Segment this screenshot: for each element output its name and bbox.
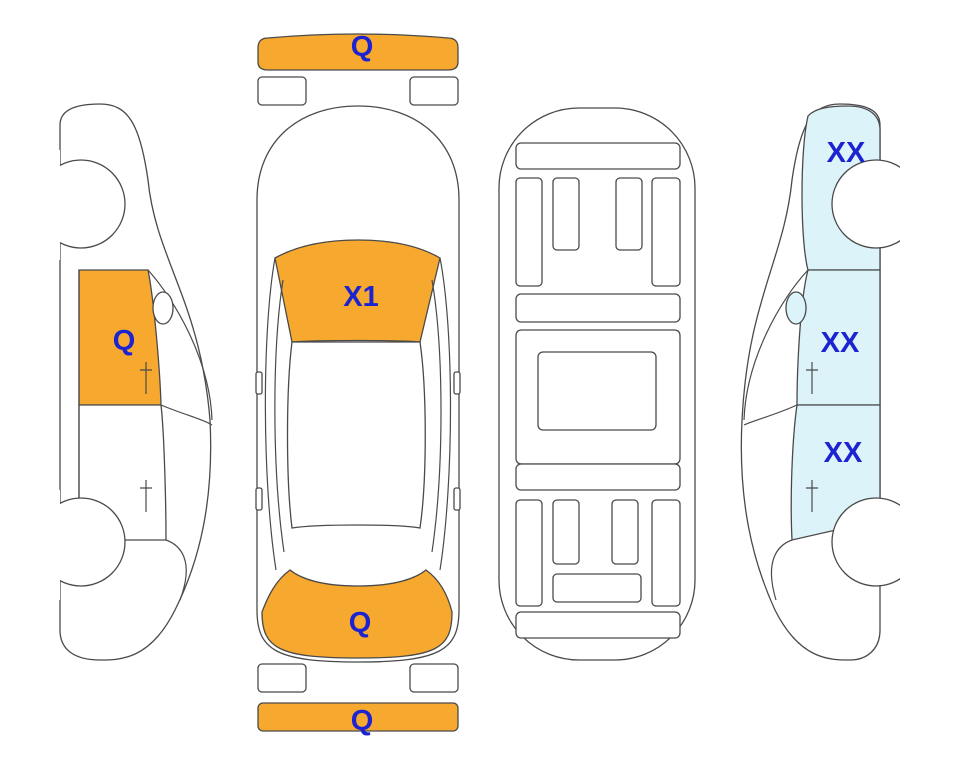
label-rear-window: Q xyxy=(349,607,372,639)
right-inner-line xyxy=(431,279,442,553)
front-bumper-panel[interactable] xyxy=(257,33,459,71)
left-side-line xyxy=(264,257,277,571)
right-mirror xyxy=(453,371,461,395)
front-left-light xyxy=(257,76,307,106)
label-right-rear-door: XX xyxy=(824,437,863,469)
rear-right-light xyxy=(409,663,459,693)
rear-bumper-panel[interactable] xyxy=(257,702,459,732)
label-hood: X1 xyxy=(343,281,378,313)
left-inner-line xyxy=(274,279,285,553)
front-right-light xyxy=(409,76,459,106)
right-side-line xyxy=(439,257,452,571)
left-mirror xyxy=(255,371,263,395)
underside-view xyxy=(498,107,696,661)
right-side-view xyxy=(740,103,930,661)
left-side-view xyxy=(28,103,213,661)
windshield-panel[interactable] xyxy=(274,239,441,343)
roof-panel xyxy=(286,341,426,529)
label-right-front-door: XX xyxy=(821,327,860,359)
label-front-bumper: Q xyxy=(351,31,374,63)
rear-window-panel[interactable] xyxy=(261,569,453,659)
rear-left-light xyxy=(257,663,307,693)
damage-labels: Q X1 Q Q Q XX XX XX xyxy=(113,31,866,737)
label-left-front-door: Q xyxy=(113,325,136,357)
top-view xyxy=(255,33,461,732)
label-rear-bumper: Q xyxy=(351,705,374,737)
left-handle-top xyxy=(255,487,263,511)
label-right-front-fender: XX xyxy=(827,137,866,169)
right-handle-top xyxy=(453,487,461,511)
